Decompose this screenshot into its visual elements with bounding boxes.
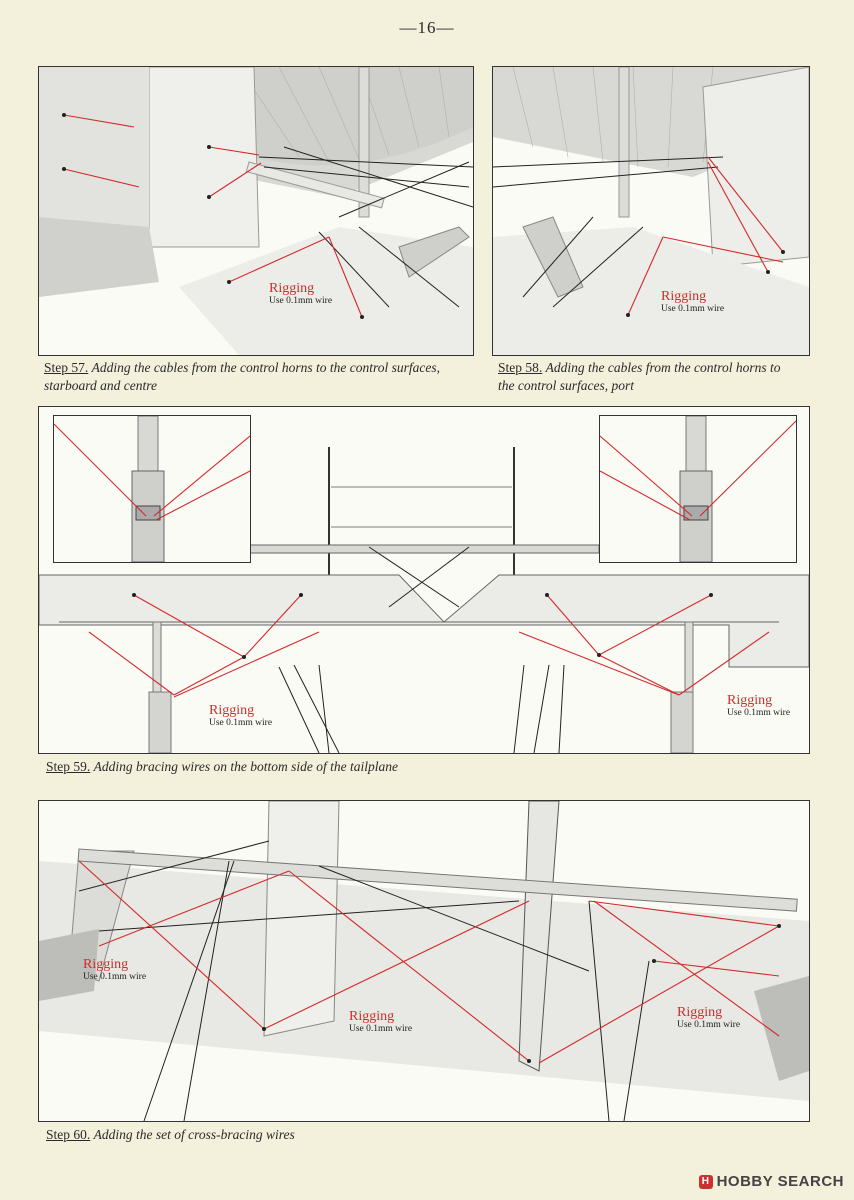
step-description: Adding bracing wires on the bottom side … <box>93 759 398 774</box>
step-number: Step 58. <box>498 360 543 375</box>
page-number: —16— <box>399 18 455 37</box>
step-description: Adding the cables from the control horns… <box>91 360 440 375</box>
step-number: Step 57. <box>44 360 89 375</box>
rigging-callout: Rigging Use 0.1mm wire <box>661 289 725 315</box>
step-59-illustration: Rigging Use 0.1mm wire Rigging Use 0.1mm… <box>38 406 810 754</box>
step-58-caption: Step 58. Adding the cables from the cont… <box>498 359 808 395</box>
step-description-cont: starboard and centre <box>44 378 157 393</box>
rigging-callout-left: Rigging Use 0.1mm wire <box>83 957 147 983</box>
watermark: H HOBBY SEARCH <box>698 1173 844 1190</box>
step-57-illustration: Rigging Use 0.1mm wire <box>38 66 474 356</box>
step-60-illustration: Rigging Use 0.1mm wire Rigging Use 0.1mm… <box>38 800 810 1122</box>
watermark-text: HOBBY SEARCH <box>716 1173 844 1190</box>
step-60-caption: Step 60. Adding the set of cross-bracing… <box>46 1126 786 1144</box>
step-number: Step 59. <box>46 759 91 774</box>
detail-inset-left <box>53 415 251 563</box>
rigging-callout-right: Rigging Use 0.1mm wire <box>677 1005 741 1031</box>
rigging-callout: Rigging Use 0.1mm wire <box>269 281 333 307</box>
step-59-caption: Step 59. Adding bracing wires on the bot… <box>46 758 786 776</box>
step-description-cont: the control surfaces, port <box>498 378 634 393</box>
step-58-illustration: Rigging Use 0.1mm wire <box>492 66 810 356</box>
step-description: Adding the set of cross-bracing wires <box>93 1127 295 1142</box>
hobby-search-logo-icon: H <box>698 1174 713 1189</box>
detail-inset-right <box>599 415 797 563</box>
rigging-callout-left: Rigging Use 0.1mm wire <box>209 703 273 729</box>
step-57-caption: Step 57. Adding the cables from the cont… <box>44 359 464 395</box>
rigging-callout-center: Rigging Use 0.1mm wire <box>349 1009 413 1035</box>
step-number: Step 60. <box>46 1127 91 1142</box>
rigging-callout-right: Rigging Use 0.1mm wire <box>727 693 791 719</box>
step-description: Adding the cables from the control horns… <box>545 360 781 375</box>
